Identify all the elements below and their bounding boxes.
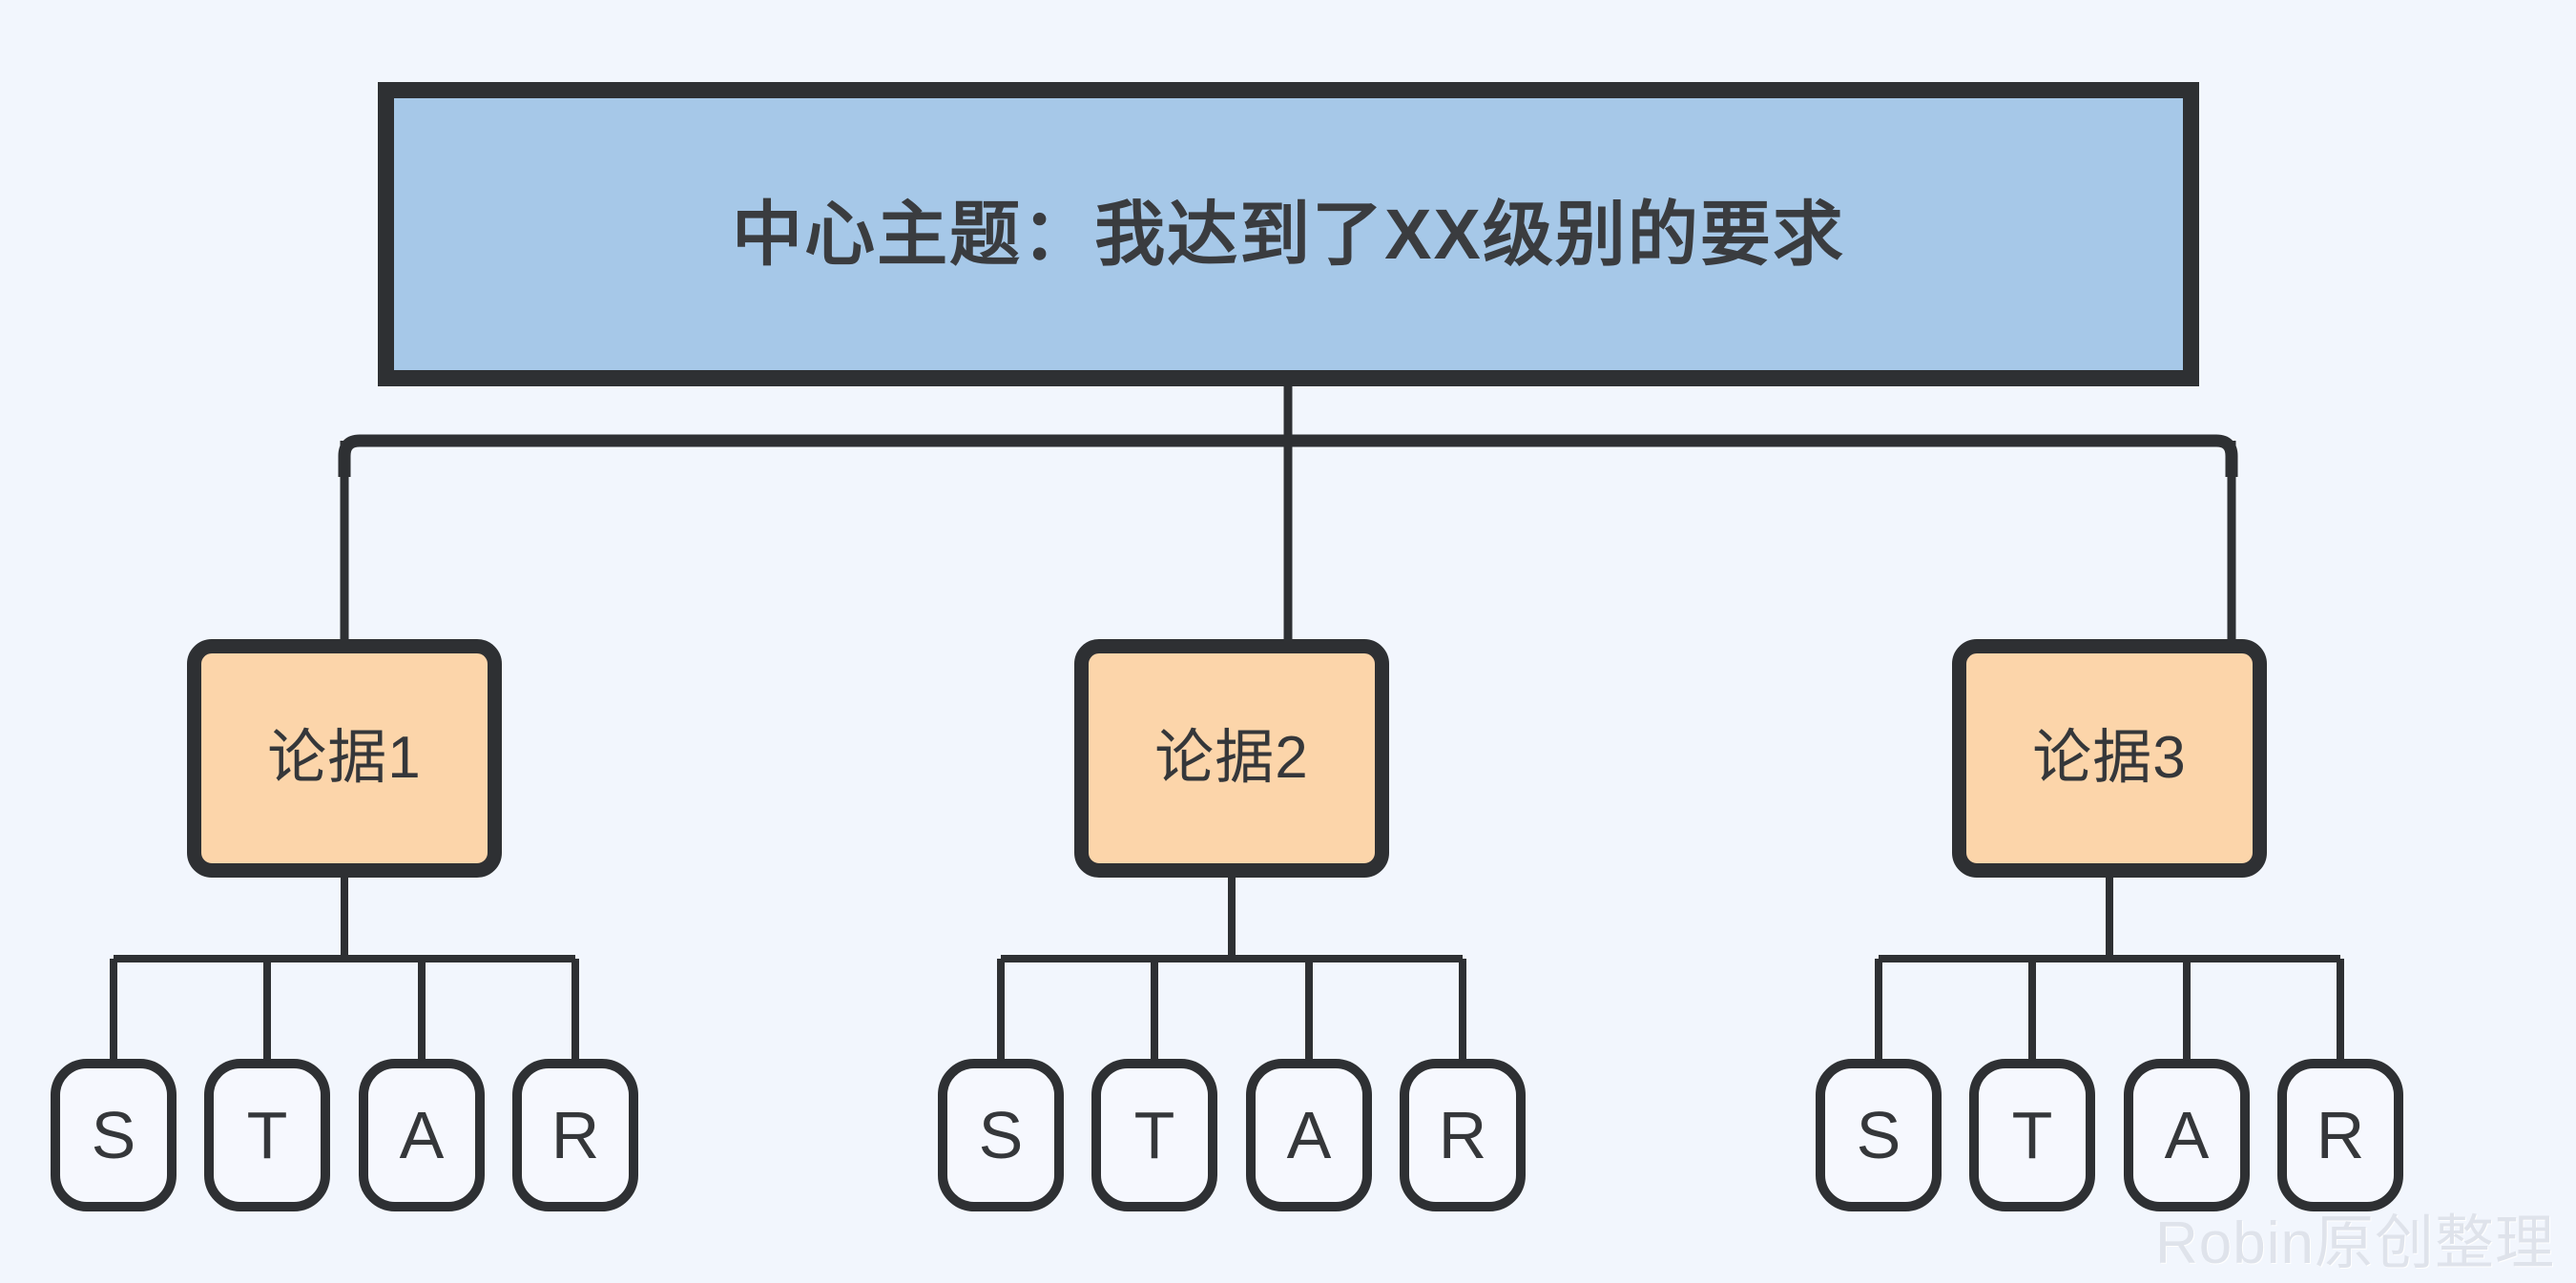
argument-label-1: 论据1 — [267, 725, 422, 791]
star-node-3-a[interactable]: A — [2124, 1059, 2250, 1211]
star-label-2-a: A — [1286, 1098, 1332, 1172]
star-node-1-a[interactable]: A — [359, 1059, 485, 1211]
star-node-3-t[interactable]: T — [1969, 1059, 2095, 1211]
watermark-text: Robin原创整理 — [2155, 1211, 2555, 1276]
star-node-2-a[interactable]: A — [1246, 1059, 1372, 1211]
star-node-2-t[interactable]: T — [1091, 1059, 1217, 1211]
star-node-2-r[interactable]: R — [1400, 1059, 1526, 1211]
star-node-2-s[interactable]: S — [938, 1059, 1064, 1211]
argument-node-3[interactable]: 论据3 — [1952, 639, 2267, 878]
argument-node-2[interactable]: 论据2 — [1074, 639, 1389, 878]
argument-node-1[interactable]: 论据1 — [187, 639, 502, 878]
star-node-1-r[interactable]: R — [512, 1059, 638, 1211]
star-node-3-s[interactable]: S — [1816, 1059, 1942, 1211]
star-label-2-s: S — [978, 1098, 1024, 1172]
star-label-3-t: T — [2011, 1098, 2053, 1172]
star-label-1-s: S — [91, 1098, 136, 1172]
star-label-1-r: R — [551, 1098, 600, 1172]
central-topic-node[interactable]: 中心主题：我达到了XX级别的要求 — [378, 82, 2199, 386]
star-label-3-s: S — [1856, 1098, 1901, 1172]
star-label-2-t: T — [1133, 1098, 1175, 1172]
central-topic-label: 中心主题：我达到了XX级别的要求 — [732, 194, 1845, 274]
argument-label-2: 论据2 — [1154, 725, 1309, 791]
star-node-1-s[interactable]: S — [51, 1059, 177, 1211]
star-label-2-r: R — [1438, 1098, 1487, 1172]
argument-label-3: 论据3 — [2032, 725, 2187, 791]
star-label-3-a: A — [2164, 1098, 2210, 1172]
star-node-3-r[interactable]: R — [2277, 1059, 2403, 1211]
connector-root-bus — [338, 434, 2238, 477]
star-node-1-t[interactable]: T — [204, 1059, 330, 1211]
star-label-3-r: R — [2316, 1098, 2365, 1172]
star-label-1-a: A — [399, 1098, 445, 1172]
star-label-1-t: T — [246, 1098, 288, 1172]
